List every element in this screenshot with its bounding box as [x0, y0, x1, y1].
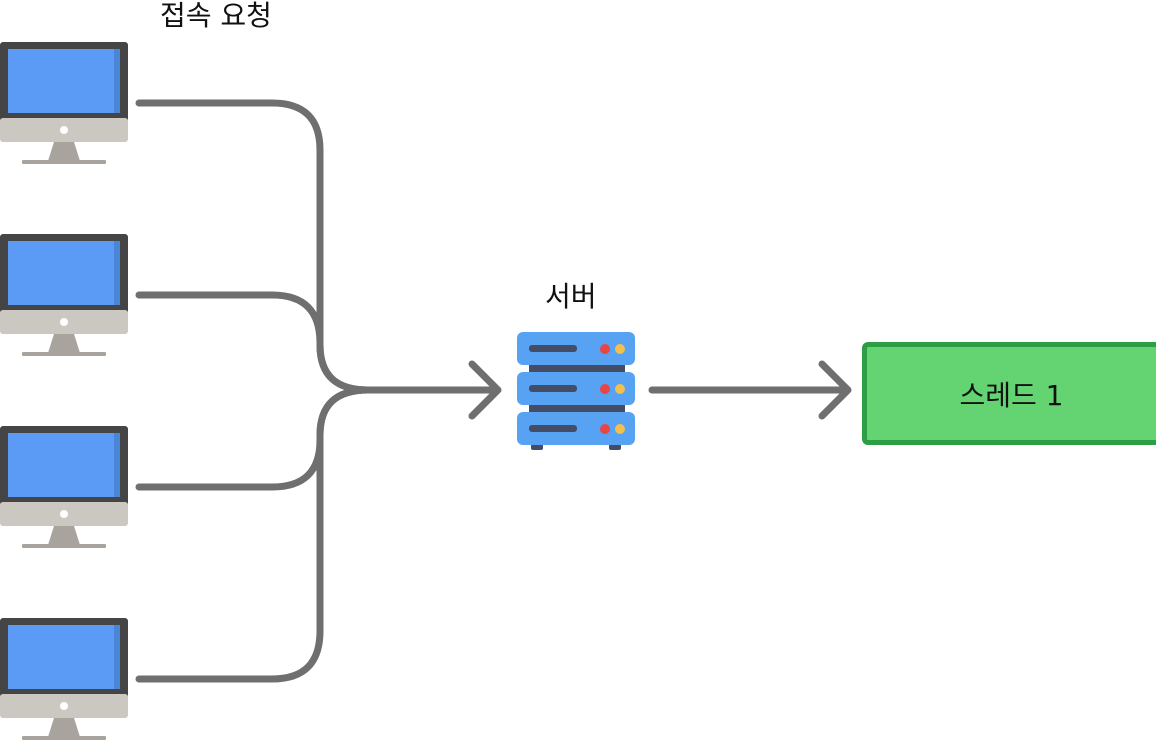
- monitor-icon: [0, 234, 128, 356]
- client-2: [0, 234, 128, 356]
- client-3: [0, 426, 128, 548]
- monitor-icon: [0, 618, 128, 740]
- thread-box: 스레드 1: [862, 342, 1156, 445]
- merge-arrow-head: [468, 360, 502, 420]
- client-4: [0, 618, 128, 740]
- connectors: [135, 99, 852, 683]
- thread-arrow-head: [818, 360, 852, 420]
- client-1: [0, 42, 128, 164]
- server-label: 서버: [545, 280, 597, 313]
- server-icon: [517, 332, 635, 450]
- monitor-icon: [0, 42, 128, 164]
- connector-client-4: [135, 386, 372, 683]
- monitor-icon: [0, 426, 128, 548]
- connector-client-2: [135, 291, 372, 394]
- connector-client-1: [135, 99, 372, 394]
- clients-label: 접속 요청: [160, 0, 272, 32]
- thread-label: 스레드 1: [959, 378, 1064, 412]
